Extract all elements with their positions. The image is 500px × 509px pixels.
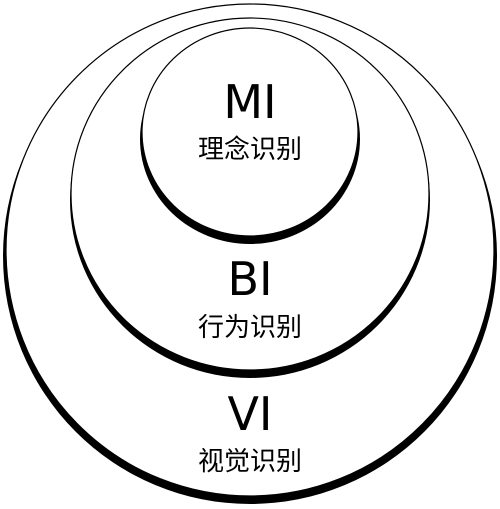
mi-abbr-label: MI bbox=[223, 75, 276, 129]
bi-name-label: 行为识别 bbox=[198, 313, 302, 343]
mi-name-label: 理念识别 bbox=[198, 135, 302, 165]
vi-abbr-label: VI bbox=[227, 387, 272, 441]
mi-circle bbox=[141, 27, 359, 237]
mi-layer bbox=[140, 27, 360, 244]
vi-name-label: 视觉识别 bbox=[198, 447, 302, 477]
bi-abbr-label: BI bbox=[227, 252, 272, 306]
